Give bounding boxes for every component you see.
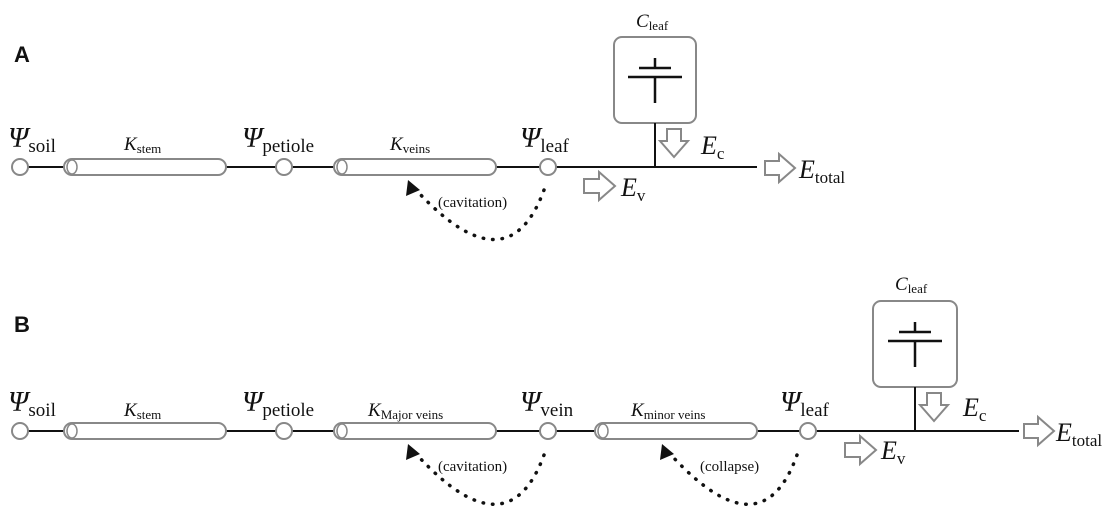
capacitor-a <box>613 36 697 167</box>
panel-a: A Ψsoil Ψpetiole Ψleaf Kstem Kveins <box>8 11 845 242</box>
label-cavitation-a: (cavitation) <box>438 195 507 211</box>
k-stem-pipe-b <box>63 422 227 440</box>
k-major-veins-pipe-b <box>333 422 497 440</box>
node-leaf-a <box>539 158 557 176</box>
label-psi-leaf-a: Ψleaf <box>520 122 570 157</box>
k-stem-pipe-a <box>63 158 227 176</box>
capacitor-b <box>872 300 958 431</box>
label-ec-a: Ec <box>700 131 725 163</box>
ec-arrow-a <box>657 128 691 159</box>
label-k-minor-veins-b: Kminor veins <box>630 400 705 422</box>
feedback-curve-a <box>416 188 546 242</box>
label-c-leaf-b: Cleaf <box>895 274 928 296</box>
label-psi-petiole-b: Ψpetiole <box>242 386 314 421</box>
feedback-curve-cavitation-b <box>416 453 546 506</box>
node-petiole-a <box>275 158 293 176</box>
node-petiole-b <box>275 422 293 440</box>
feedback-arrowhead-cavitation-b <box>406 444 420 460</box>
label-collapse-b: (collapse) <box>700 459 759 475</box>
ev-arrow-a <box>583 169 617 203</box>
node-leaf-b <box>799 422 817 440</box>
label-psi-vein-b: Ψvein <box>520 386 574 421</box>
label-ev-b: Ev <box>880 436 906 468</box>
label-psi-leaf-b: Ψleaf <box>780 386 830 421</box>
label-k-stem-a: Kstem <box>123 134 161 156</box>
feedback-arrowhead-a <box>406 180 420 196</box>
label-ev-a: Ev <box>620 173 646 205</box>
node-soil-a <box>11 158 29 176</box>
k-minor-veins-pipe-b <box>594 422 758 440</box>
etotal-arrow-a <box>764 151 797 185</box>
label-psi-soil-b: Ψsoil <box>8 386 56 421</box>
feedback-arrowhead-collapse-b <box>660 444 674 460</box>
label-k-stem-b: Kstem <box>123 400 161 422</box>
panel-b: B Ψsoil Ψpetiole Ψvein Ψleaf Kstem KMajo… <box>8 274 1102 506</box>
panel-letter-b: B <box>14 312 30 337</box>
label-ec-b: Ec <box>962 393 987 425</box>
node-vein-b <box>539 422 557 440</box>
etotal-arrow-b <box>1023 414 1056 448</box>
label-k-major-veins-b: KMajor veins <box>367 400 443 422</box>
label-k-veins-a: Kveins <box>389 134 430 156</box>
label-psi-soil-a: Ψsoil <box>8 122 56 157</box>
label-etotal-b: Etotal <box>1055 418 1102 450</box>
ev-arrow-b <box>844 433 878 467</box>
label-etotal-a: Etotal <box>798 155 845 187</box>
k-veins-pipe-a <box>333 158 497 176</box>
label-cavitation-b: (cavitation) <box>438 459 507 475</box>
ec-arrow-b <box>917 392 951 423</box>
node-soil-b <box>11 422 29 440</box>
panel-letter-a: A <box>14 42 30 67</box>
label-psi-petiole-a: Ψpetiole <box>242 122 314 157</box>
label-c-leaf-a: Cleaf <box>636 11 669 33</box>
